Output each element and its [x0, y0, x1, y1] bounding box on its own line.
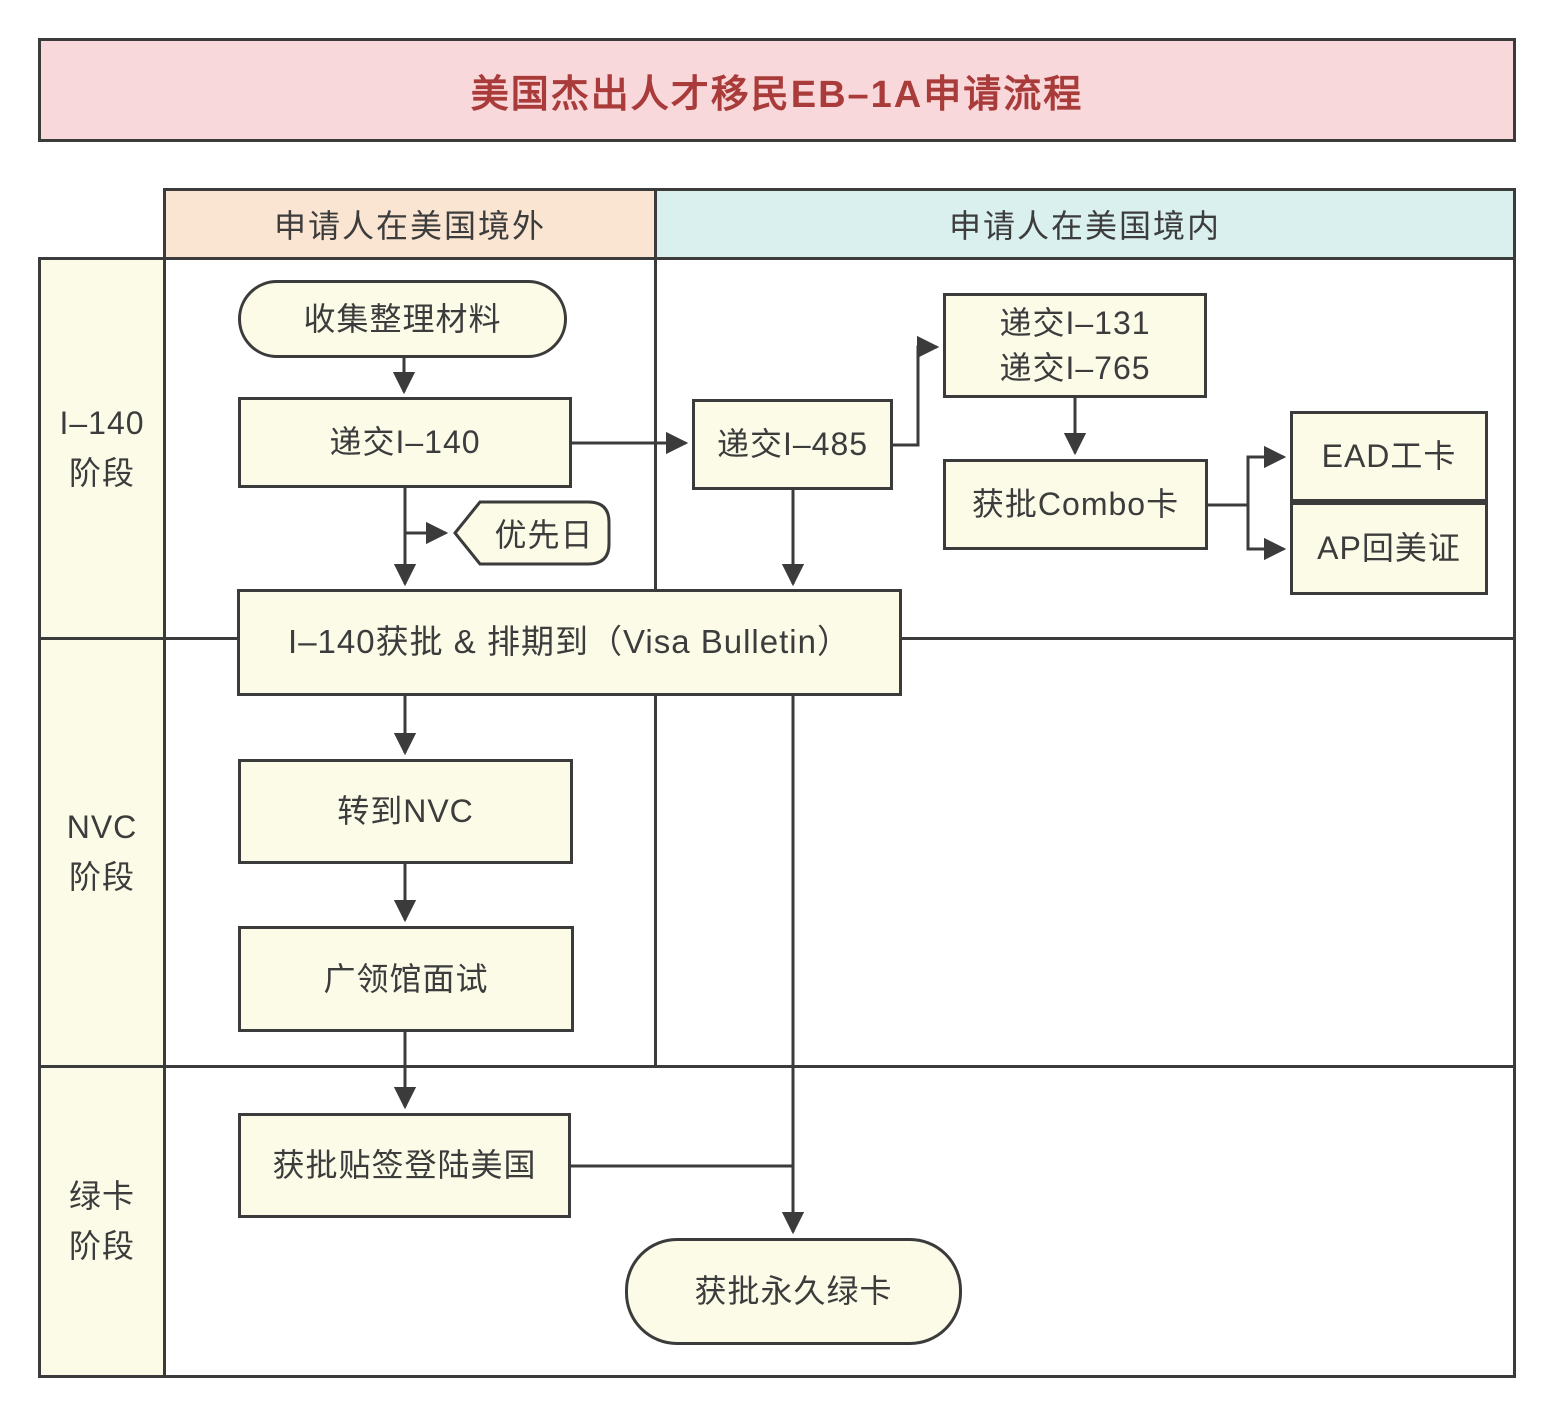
node-i140-approved-visa-bulletin: I–140获批 & 排期到（Visa Bulletin） [237, 589, 902, 696]
node-to-nvc: 转到NVC [238, 759, 573, 864]
node-submit-i485: 递交I–485 [692, 399, 893, 490]
node-visa-landing-label: 获批贴签登陆美国 [272, 1147, 537, 1184]
stage-label-i140: I–140 阶段 [59, 404, 145, 491]
stage-label-greencard: 绿卡 阶段 [68, 1177, 135, 1264]
node-consulate-interview: 广领馆面试 [238, 926, 574, 1032]
stage-cell-i140: I–140 阶段 [38, 257, 166, 640]
node-ead-card-label: EAD工卡 [1321, 438, 1457, 475]
priority-date-shape [453, 500, 611, 566]
node-consulate-interview-label: 广领馆面试 [323, 960, 489, 997]
node-visa-landing: 获批贴签登陆美国 [238, 1113, 571, 1218]
lane-header-inside-label: 申请人在美国境内 [948, 208, 1221, 244]
node-combo-card-label: 获批Combo卡 [971, 486, 1180, 523]
diagram-title: 美国杰出人才移民EB–1A申请流程 [470, 73, 1084, 116]
node-i140-approved-label: I–140获批 & 排期到（Visa Bulletin） [288, 623, 851, 661]
node-priority-date: 优先日 [452, 499, 612, 567]
node-to-nvc-label: 转到NVC [337, 793, 474, 830]
node-combo-card: 获批Combo卡 [943, 459, 1208, 550]
node-submit-i131-i765: 递交I–131 递交I–765 [943, 293, 1207, 398]
node-ap-document-label: AP回美证 [1317, 530, 1461, 567]
node-green-card-label: 获批永久绿卡 [694, 1273, 893, 1310]
node-submit-i485-label: 递交I–485 [716, 426, 869, 463]
diagram-title-bar: 美国杰出人才移民EB–1A申请流程 [38, 38, 1516, 142]
lane-header-inside-us: 申请人在美国境内 [654, 188, 1516, 260]
stage-cell-nvc: NVC 阶段 [38, 637, 166, 1068]
stage-cell-greencard: 绿卡 阶段 [38, 1065, 166, 1378]
node-green-card: 获批永久绿卡 [625, 1238, 962, 1345]
node-ap-document: AP回美证 [1290, 502, 1488, 595]
node-priority-date-label: 优先日 [494, 517, 594, 553]
node-submit-i131-i765-label: 递交I–131 递交I–765 [999, 304, 1151, 386]
node-collect-materials-label: 收集整理材料 [303, 300, 502, 337]
stage-label-nvc: NVC 阶段 [66, 808, 138, 895]
node-ead-card: EAD工卡 [1290, 411, 1488, 502]
node-submit-i140-label: 递交I–140 [329, 424, 481, 461]
node-submit-i140: 递交I–140 [238, 397, 572, 488]
lane-header-outside-us: 申请人在美国境外 [163, 188, 657, 260]
lane-header-outside-label: 申请人在美国境外 [273, 208, 546, 244]
node-collect-materials: 收集整理材料 [238, 280, 567, 358]
